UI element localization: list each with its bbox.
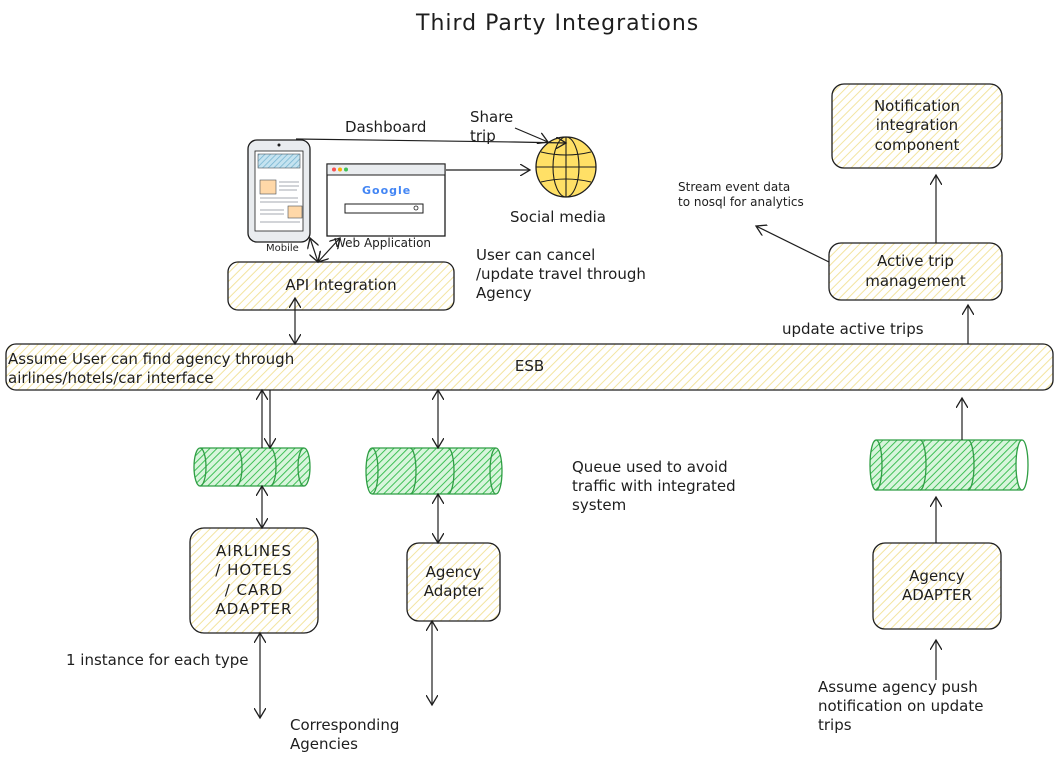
mobile-phone-icon xyxy=(247,139,311,243)
airlines-adapter-label: AIRLINES / HOTELS / CARD ADAPTER xyxy=(215,541,293,619)
queue-left xyxy=(193,447,311,487)
dashboard-label: Dashboard xyxy=(345,118,427,136)
api-integration-box xyxy=(227,261,455,311)
dashboard-arrow xyxy=(295,139,566,143)
api-integration-label: API Integration xyxy=(285,276,397,295)
diagram-title: Third Party Integrations xyxy=(416,11,700,36)
web-application-label: Web Application xyxy=(334,236,432,250)
share-trip-arrow xyxy=(514,127,548,142)
share-trip-label: Share trip xyxy=(470,108,514,145)
cancel-update-note: User can cancel /update travel through A… xyxy=(476,246,646,302)
update-active-trips-label: update active trips xyxy=(782,320,924,338)
queue-note: Queue used to avoid traffic with integra… xyxy=(572,458,736,514)
agency-adapter-left-box xyxy=(406,542,501,622)
api-web-arrow xyxy=(318,238,340,262)
notification-label: Notification integration component xyxy=(873,96,961,154)
corresponding-agencies-note: Corresponding Agencies xyxy=(290,716,400,753)
queue-middle xyxy=(365,447,503,495)
agency-adapter-right-box xyxy=(872,542,1002,630)
stream-analytics-arrow xyxy=(756,226,830,263)
esb-queue-left-arrow xyxy=(262,390,270,448)
agency-adapter-right-label: Agency ADAPTER xyxy=(902,566,972,605)
browser-logo: Google xyxy=(362,184,412,197)
globe-icon xyxy=(535,136,597,198)
assume-find-note: Assume User can find agency through airl… xyxy=(8,350,295,387)
active-trip-box xyxy=(828,242,1003,301)
notification-box xyxy=(831,83,1003,169)
agency-adapter-left-label: Agency Adapter xyxy=(423,562,484,601)
assume-push-note: Assume agency push notification on updat… xyxy=(818,678,984,734)
mobile-label: Mobile xyxy=(266,243,299,254)
api-mobile-arrow xyxy=(310,238,318,262)
esb-label: ESB xyxy=(514,357,545,376)
queue-right xyxy=(869,439,1029,491)
stream-event-label: Stream event data to nosql for analytics xyxy=(678,180,804,209)
active-trip-label: Active trip management xyxy=(865,252,966,290)
web-browser-icon xyxy=(326,163,446,237)
social-media-label: Social media xyxy=(510,208,606,226)
one-instance-note: 1 instance for each type xyxy=(66,651,249,669)
